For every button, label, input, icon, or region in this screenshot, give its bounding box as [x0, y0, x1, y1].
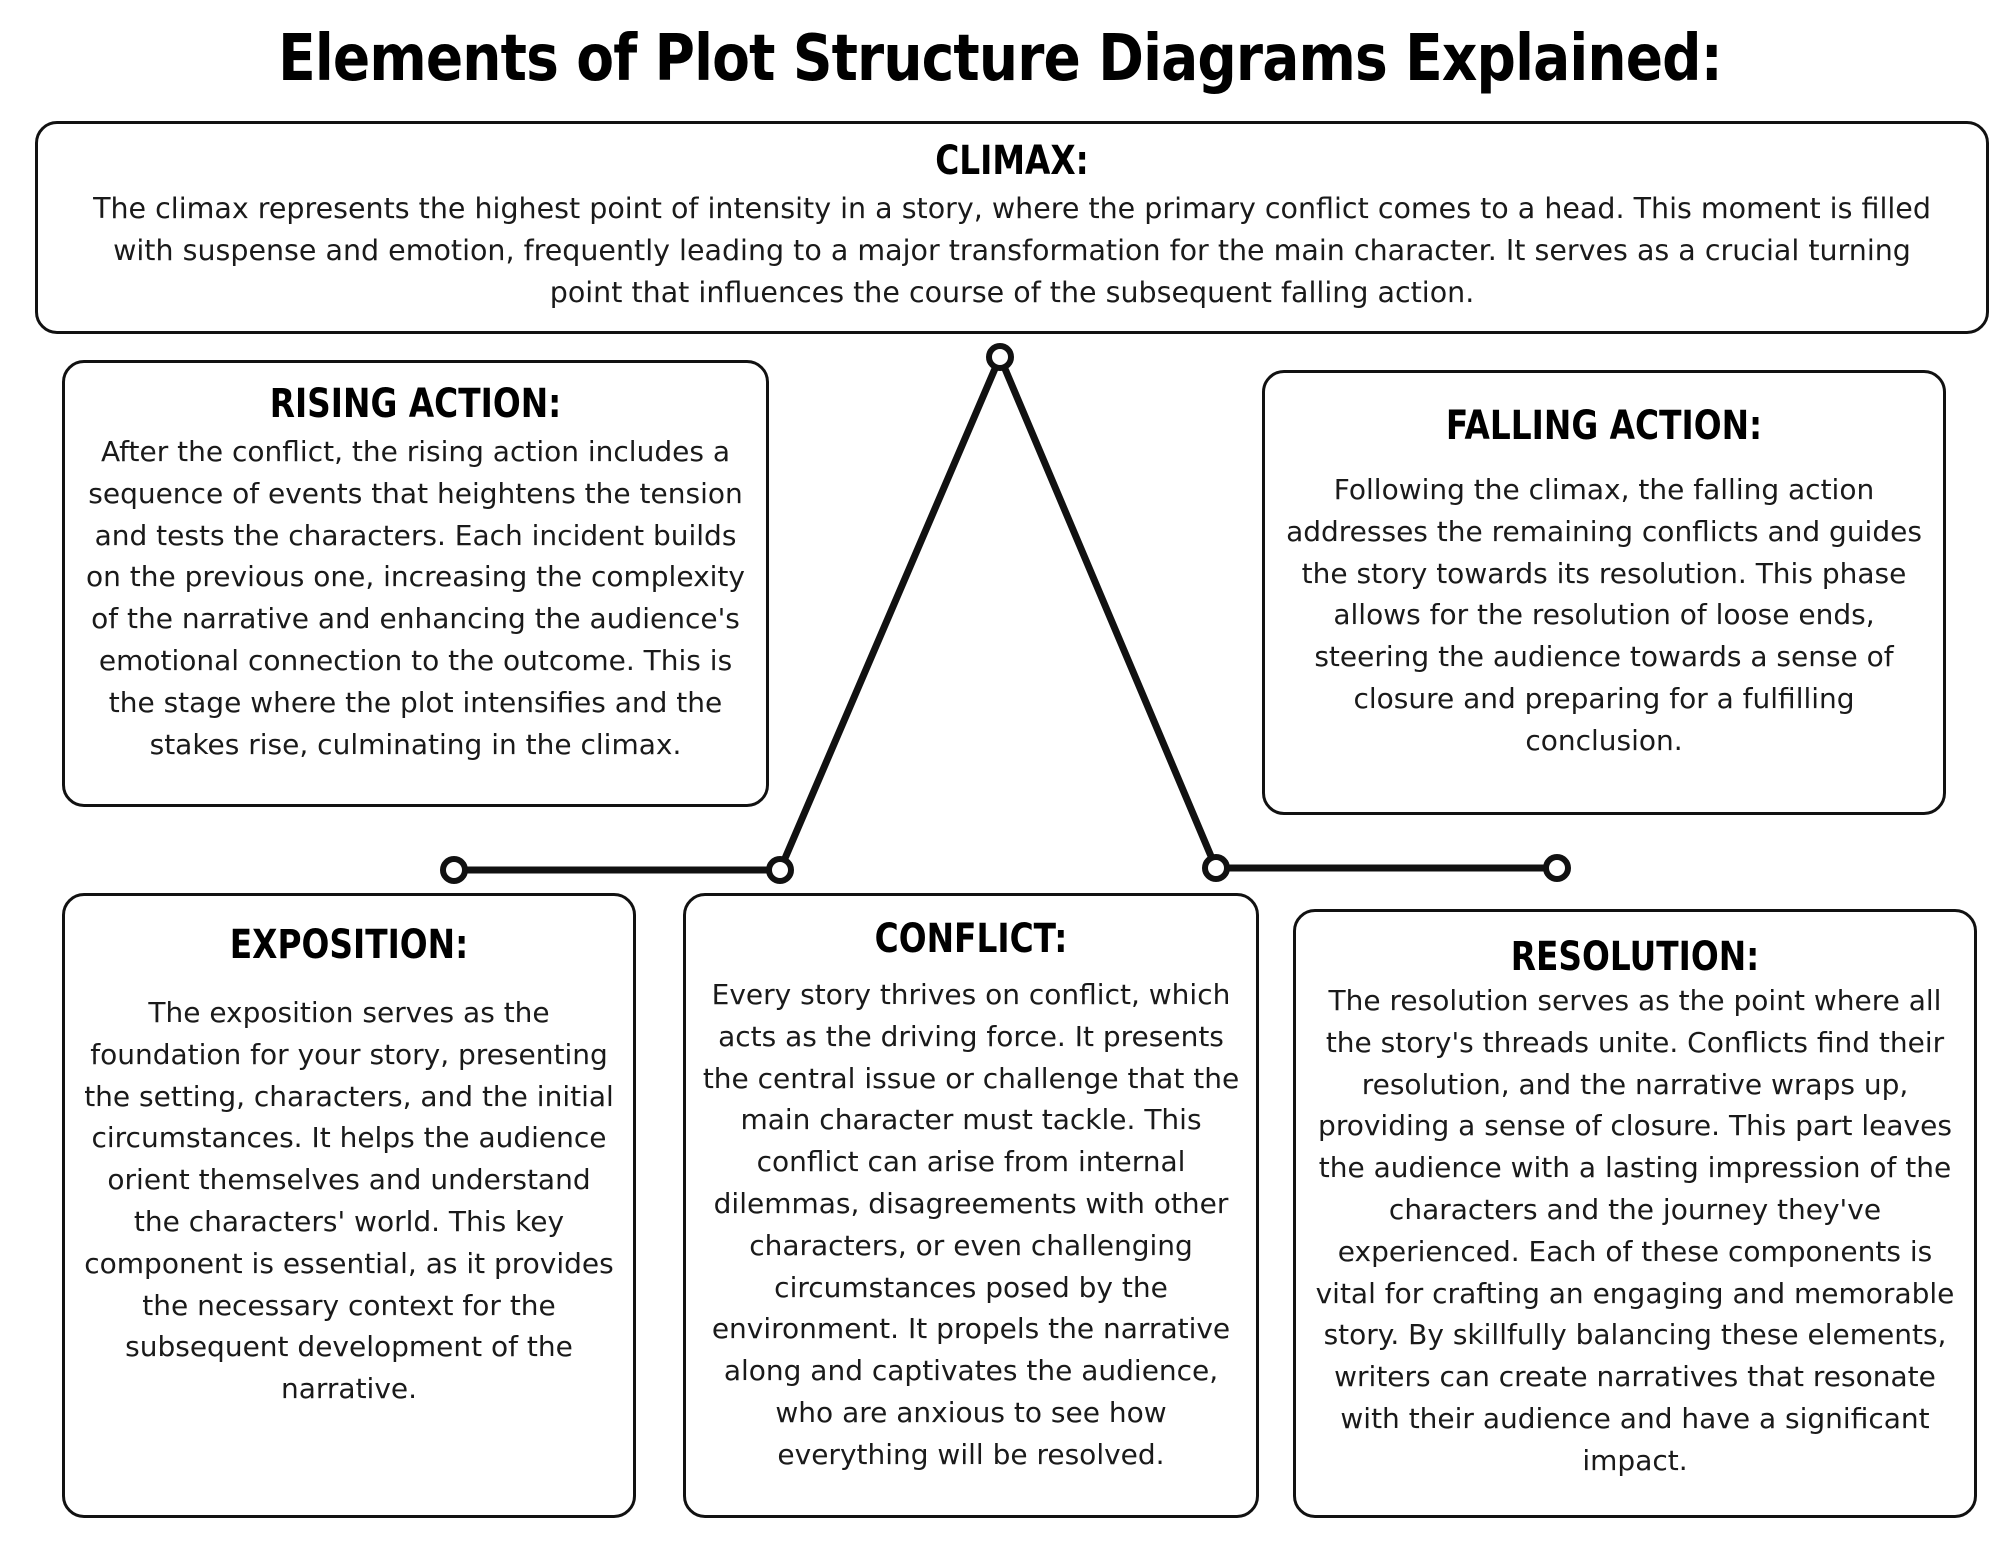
- falling-action-text: Following the climax, the falling action…: [1286, 473, 1922, 757]
- resolution-card: RESOLUTION: The resolution serves as the…: [1293, 909, 1977, 1518]
- rising-action-card: RISING ACTION: After the conflict, the r…: [62, 360, 769, 807]
- rising-action-line: [776, 353, 1004, 874]
- falling-action-end-point: [1202, 854, 1230, 882]
- falling-action-card: FALLING ACTION: Following the climax, th…: [1262, 370, 1946, 815]
- falling-action-line: [996, 353, 1220, 872]
- exposition-point: [440, 856, 468, 884]
- falling-action-heading: FALLING ACTION:: [1445, 403, 1763, 449]
- resolution-heading: RESOLUTION:: [1510, 934, 1760, 980]
- exposition-text: The exposition serves as the foundation …: [84, 996, 614, 1406]
- climax-heading: CLIMAX:: [935, 138, 1089, 184]
- conflict-heading: CONFLICT:: [874, 916, 1068, 962]
- exposition-card: EXPOSITION: The exposition serves as the…: [62, 893, 636, 1518]
- resolution-text: The resolution serves as the point where…: [1315, 984, 1955, 1477]
- exposition-heading: EXPOSITION:: [229, 922, 469, 968]
- climax-text: The climax represents the highest point …: [93, 192, 1931, 309]
- page-title: Elements of Plot Structure Diagrams Expl…: [278, 22, 1723, 96]
- conflict-text: Every story thrives on conflict, which a…: [702, 978, 1240, 1471]
- resolution-point: [1543, 854, 1571, 882]
- rising-action-text: After the conflict, the rising action in…: [86, 435, 745, 761]
- conflict-card: CONFLICT: Every story thrives on conflic…: [683, 893, 1259, 1518]
- climax-card: CLIMAX: The climax represents the highes…: [35, 121, 1989, 334]
- climax-point: [986, 343, 1014, 371]
- rising-action-heading: RISING ACTION:: [269, 381, 562, 427]
- conflict-point: [766, 856, 794, 884]
